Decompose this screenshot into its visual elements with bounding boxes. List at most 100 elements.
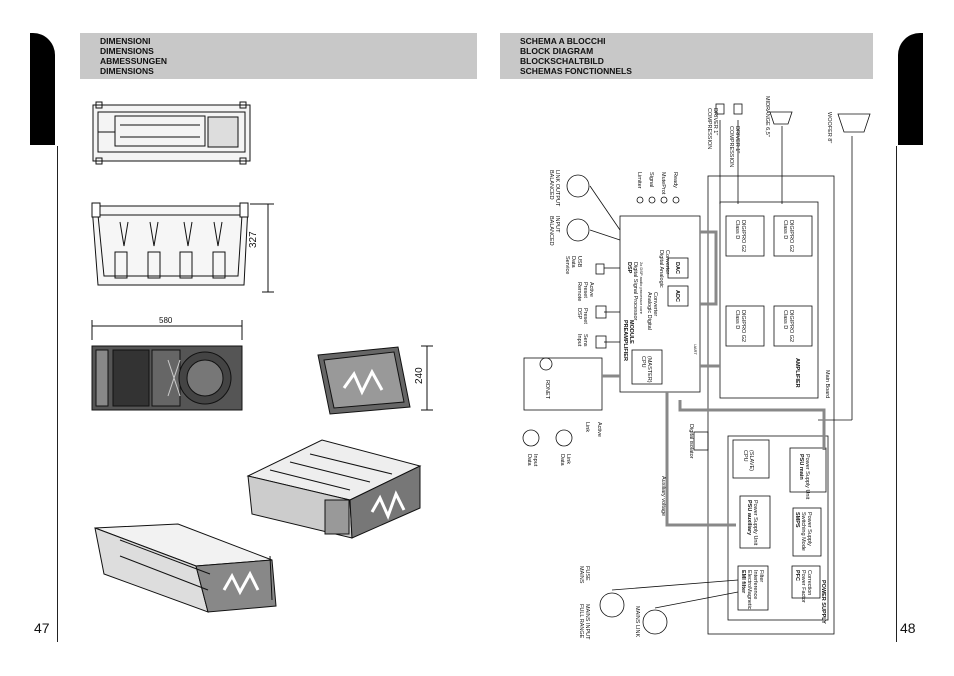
margin-rule-right bbox=[896, 146, 897, 642]
front-view-drawing bbox=[91, 202, 274, 293]
pfc-label: Power Factor bbox=[800, 570, 806, 603]
block-diagram-header: SCHEMA A BLOCCHI BLOCK DIAGRAM BLOCKSCHA… bbox=[500, 33, 873, 79]
compression-driver-label: COMPRESSION bbox=[728, 126, 734, 167]
mains-input-label: MAINS INPUT bbox=[584, 604, 590, 640]
header-line: BLOCK DIAGRAM bbox=[520, 46, 594, 56]
led-label: Signal bbox=[648, 172, 654, 187]
pfc-label: PFC bbox=[794, 570, 800, 581]
smps-label: Power Supply bbox=[806, 512, 812, 546]
psu-main-label: Power Supply Unit bbox=[804, 454, 810, 500]
amp-channel-label: Class D bbox=[782, 220, 788, 239]
depth-dimension-label: 240 bbox=[414, 367, 425, 384]
page-number-left: 47 bbox=[34, 620, 50, 636]
mains-input-label: FULL RANGE bbox=[578, 604, 584, 639]
compression-driver-label: DRIVER 1" bbox=[734, 126, 740, 153]
input-label: Input bbox=[576, 334, 582, 347]
woofer-label: WOOFER 8" bbox=[826, 112, 832, 143]
dac-block: DAC bbox=[674, 262, 680, 274]
amp-channel-label: Class D bbox=[782, 310, 788, 329]
height-dimension-label: 327 bbox=[248, 231, 259, 248]
width-dimension-label: 580 bbox=[159, 316, 173, 325]
input-label: Service bbox=[564, 256, 570, 274]
input-label: Remote bbox=[576, 282, 582, 301]
rdnet-port-label: Data bbox=[559, 454, 565, 467]
input-label: Sens bbox=[582, 334, 588, 347]
amp-channel-label: Class D bbox=[734, 220, 740, 239]
top-view-drawing bbox=[92, 101, 251, 165]
emi-label: ElectroMagnetic bbox=[746, 570, 752, 610]
input-label: Preset bbox=[582, 308, 588, 324]
page-number-right: 48 bbox=[900, 620, 916, 636]
perspective-drawing-top bbox=[246, 439, 422, 539]
pfc-label: Correction bbox=[806, 570, 812, 595]
dac-label: Digital Analogic bbox=[658, 250, 664, 288]
rdnet-port-label: Link bbox=[565, 454, 571, 464]
cpu-slave-label: (SLAVE) bbox=[748, 450, 754, 471]
emi-label: Interference bbox=[752, 570, 758, 599]
input-label: BALANCED bbox=[548, 170, 554, 200]
rdnet-port-label: Data bbox=[526, 454, 532, 467]
input-label: INPUT bbox=[554, 216, 560, 233]
emi-label: Filter bbox=[758, 570, 764, 582]
dac-label: Converter bbox=[664, 250, 670, 274]
dsp-line: Digital Signal Processor bbox=[632, 262, 638, 321]
input-label: Data bbox=[570, 256, 576, 269]
main-board-label: Main Board bbox=[824, 370, 830, 398]
perspective-drawing-bottom bbox=[94, 523, 277, 613]
cpu-slave-label: CPU bbox=[742, 450, 748, 462]
input-label: USB bbox=[576, 256, 582, 268]
amplifier-label: AMPLIFIER bbox=[794, 358, 800, 388]
digital-isolator-label: Digital isolator bbox=[688, 424, 694, 459]
input-label: Active bbox=[588, 282, 594, 297]
dsp-title: DSP bbox=[626, 262, 632, 274]
preamp-label: MODULE bbox=[628, 320, 634, 344]
side-view-drawing bbox=[317, 345, 433, 415]
header-line: SCHEMAS FONCTIONNELS bbox=[520, 66, 632, 76]
header-line: DIMENSIONS bbox=[100, 46, 154, 56]
midrange-label: MIDRANGE 6,5" bbox=[764, 96, 770, 137]
rdnet-port-label: Input bbox=[532, 454, 538, 467]
adc-label: Analogic Digital bbox=[646, 292, 652, 330]
header-line: SCHEMA A BLOCCHI bbox=[520, 36, 606, 46]
smps-label: SMPS bbox=[794, 512, 800, 528]
psu-main-label: PSU main bbox=[798, 454, 804, 480]
smps-label: Switching Mode bbox=[800, 512, 806, 551]
rdnet-label: RDNET bbox=[544, 380, 550, 400]
auxiliary-voltage-label: Auxiliary voltage bbox=[660, 476, 666, 516]
mains-fuse-label: MAINS bbox=[578, 566, 584, 584]
emi-label: EMI filter bbox=[740, 570, 746, 594]
amp-channel-label: DIGIPRO G2 bbox=[740, 310, 746, 342]
mains-link-label: MAINS LINK bbox=[634, 606, 640, 638]
adc-label: Converter bbox=[652, 292, 658, 316]
psu-aux-label: PSU auxiliary bbox=[746, 500, 752, 536]
amp-channel-label: DIGIPRO G2 bbox=[740, 220, 746, 252]
link-active-label: Link bbox=[584, 422, 590, 432]
input-label: Preset bbox=[582, 282, 588, 298]
preamp-label: PREAMPLIFIER bbox=[622, 320, 628, 361]
uart-label: UART bbox=[693, 344, 698, 355]
input-label: DSP bbox=[576, 308, 582, 320]
cpu-master-label: (MASTER) bbox=[646, 356, 652, 383]
input-label: LINK OUTPUT bbox=[554, 170, 560, 207]
page-tab-left bbox=[30, 33, 55, 145]
mains-fuse-label: FUSE bbox=[584, 566, 590, 581]
front-grille-drawing bbox=[91, 320, 243, 411]
page-tab-right bbox=[898, 33, 923, 145]
header-line: ABMESSUNGEN bbox=[100, 56, 168, 66]
header-line: DIMENSIONS bbox=[100, 66, 154, 76]
power-supply-label: POWER SUPPLY bbox=[820, 580, 826, 624]
dimensions-header: DIMENSIONI DIMENSIONS ABMESSUNGEN DIMENS… bbox=[80, 33, 477, 79]
led-label: Ready bbox=[672, 172, 678, 188]
adc-block: ADC bbox=[674, 290, 680, 302]
compression-driver-label: DRIVER 1" bbox=[712, 108, 718, 135]
link-active-label: Active bbox=[596, 422, 602, 437]
led-label: Limiter bbox=[636, 172, 642, 189]
psu-aux-label: Power Supply Unit bbox=[752, 500, 758, 546]
dsp-line: 2x DSP audio processor core bbox=[639, 262, 644, 315]
header-line: DIMENSIONI bbox=[100, 36, 151, 46]
header-line: BLOCKSCHALTBILD bbox=[520, 56, 604, 66]
amp-channel-label: DIGIPRO G2 bbox=[788, 220, 794, 252]
led-label: MuteProt bbox=[660, 172, 666, 195]
